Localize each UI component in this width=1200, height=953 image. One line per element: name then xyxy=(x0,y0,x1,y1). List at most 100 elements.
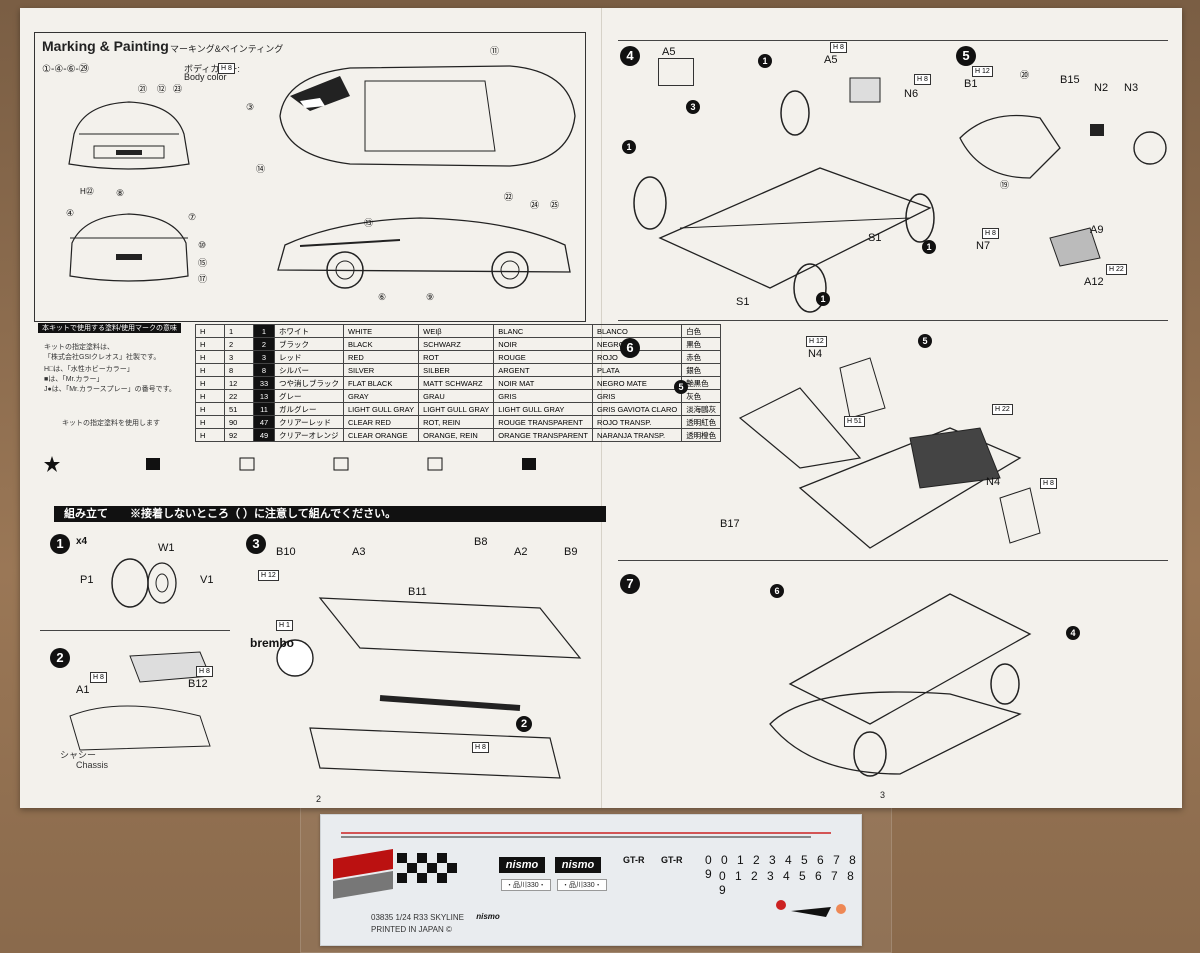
label-b1: B1 xyxy=(964,78,978,90)
instruction-sheet: Marking & Painting マーキング&ペインティング ①-④-⑥-㉙… xyxy=(20,8,1182,808)
paint-table-cell: ホワイト xyxy=(274,324,344,338)
car-front-drawing xyxy=(68,101,190,170)
step-6-number: 6 xyxy=(620,338,640,358)
paint-table-cell: GRAU xyxy=(418,389,495,403)
paint-table-cell: 13 xyxy=(253,389,275,403)
assembly-bar: 組み立て ※接着しないところ（ ）に注意して組んでください。 xyxy=(54,506,606,522)
car-top-drawing xyxy=(279,65,576,167)
decal-gtr-2: GT-R xyxy=(661,855,683,865)
marking-decals: ①-④-⑥-㉙ xyxy=(42,64,89,75)
label-n2: N2 xyxy=(1094,82,1109,94)
step-7-number: 7 xyxy=(620,574,640,594)
paint-table-cell: NOIR xyxy=(493,337,594,351)
paint-table-cell: 22 xyxy=(224,389,254,403)
paint-table-cell: ROUGE TRANSPARENT xyxy=(493,415,594,429)
paint-table-cell: H xyxy=(195,389,225,403)
paint-table-cell: 90 xyxy=(224,415,254,429)
step-4-chassis-ref-3: 3 xyxy=(686,100,700,114)
paint-table-cell: 1 xyxy=(224,324,254,338)
decal-digits-1: 0 0 1 2 3 4 5 6 7 8 9 xyxy=(705,853,859,881)
paint-table-cell: LIGHT GULL GRAY xyxy=(342,402,420,416)
paint-table-cell: レッド xyxy=(274,350,344,364)
paint-table-cell: SILBER xyxy=(418,363,495,377)
step-1-number: 1 xyxy=(50,534,70,554)
chassis-jp: シャシー xyxy=(60,750,97,760)
paint-table-cell: 8 xyxy=(224,363,254,377)
paint-table-cell: ROUGE xyxy=(493,350,594,364)
paint-table-cell: CLEAR RED xyxy=(342,415,420,429)
label-b12: B12 xyxy=(188,678,208,690)
step-2-h8a: H 8 xyxy=(90,672,107,683)
step-2-h8b: H 8 xyxy=(196,666,213,677)
step-2-drawing xyxy=(69,651,211,751)
label-w1: W1 xyxy=(158,542,175,554)
paint-table-cell: 47 xyxy=(253,415,275,429)
step-7-ref-6: 6 xyxy=(770,584,784,598)
label-b10: B10 xyxy=(276,546,296,558)
paint-table-cell: H xyxy=(195,324,225,338)
decal-footer: 03835 1/24 R33 SKYLINE xyxy=(371,913,464,922)
step-3-chassis-drawing xyxy=(276,597,582,779)
paint-table-cell: NARANJA TRANSP. xyxy=(592,428,683,442)
paint-table-cell: GRAY xyxy=(342,389,420,403)
label-s1a: S1 xyxy=(868,232,882,244)
paint-table-cell: 2 xyxy=(224,337,254,351)
step-3-number: 3 xyxy=(246,534,266,554)
callout-4: ④ xyxy=(66,208,75,218)
paint-table-cell: BLANC xyxy=(493,324,594,338)
car-side-drawing xyxy=(277,217,571,289)
note-6: キットの指定塗料を使用します xyxy=(62,420,160,427)
paint-table-cell: SCHWARZ xyxy=(418,337,495,351)
callout-13: ⑬ xyxy=(364,218,374,228)
decal-small-logos xyxy=(776,900,846,917)
note-1: キットの指定塗料は、 xyxy=(44,344,114,351)
step-4-wheel-ref-4: 1 xyxy=(816,292,830,306)
label-a1: A1 xyxy=(76,684,90,696)
step-6-h22: H 22 xyxy=(992,404,1013,415)
paint-table-cell: ブラック xyxy=(274,337,344,351)
paint-table-cell: FLAT BLACK xyxy=(342,376,420,390)
body-color-code: H 8 xyxy=(218,63,235,74)
decal-stripe xyxy=(341,832,831,838)
paint-table-cell: H xyxy=(195,350,225,364)
paint-table-cell: グレー xyxy=(274,389,344,403)
paint-table-cell: RED xyxy=(342,350,420,364)
paint-table-cell: H xyxy=(195,337,225,351)
step-3-h8: H 8 xyxy=(472,742,489,753)
decal-gtr-1: GT-R xyxy=(623,855,645,865)
step-3-h12: H 12 xyxy=(258,570,279,581)
decal-printed: PRINTED IN JAPAN © xyxy=(371,925,452,934)
step-1-x4: x4 xyxy=(76,536,88,547)
paint-table-cell: H xyxy=(195,415,225,429)
paint-table-cell: 黒色 xyxy=(681,337,722,351)
step-2-number: 2 xyxy=(50,648,70,668)
label-a2: A2 xyxy=(514,546,528,558)
step-7-assembly-drawing xyxy=(769,593,1032,777)
paint-table-cell: 51 xyxy=(224,402,254,416)
paint-table-cell: NEGRO MATE xyxy=(592,376,683,390)
label-b8: B8 xyxy=(474,536,488,548)
paint-table-cell: 淡海鷗灰 xyxy=(681,402,722,416)
paint-table-cell: H xyxy=(195,363,225,377)
chassis-en: Chassis xyxy=(76,760,109,770)
paint-table-cell: H xyxy=(195,376,225,390)
callout-9: ⑨ xyxy=(426,292,435,302)
label-n7: N7 xyxy=(976,240,991,252)
step-6-h12: H 12 xyxy=(806,336,827,347)
decal-nismo-1: nismo xyxy=(499,857,545,873)
paint-table-cell: 透明橙色 xyxy=(681,428,722,442)
step-6-h51: H 51 xyxy=(844,416,865,427)
step-6-interior-drawing xyxy=(738,357,1041,549)
marking-painting-frame xyxy=(34,32,586,322)
paint-table-cell: ORANGE TRANSPARENT xyxy=(493,428,594,442)
paint-table-cell: BLACK xyxy=(342,337,420,351)
callout-20: ⑳ xyxy=(1020,70,1030,80)
paint-table-cell: ORANGE, REIN xyxy=(418,428,495,442)
label-n6: N6 xyxy=(904,88,919,100)
right-rule-2 xyxy=(618,320,1168,321)
label-s1b: S1 xyxy=(736,296,750,308)
decal-checker-flag xyxy=(333,849,457,899)
label-n4b: N4 xyxy=(986,476,1001,488)
